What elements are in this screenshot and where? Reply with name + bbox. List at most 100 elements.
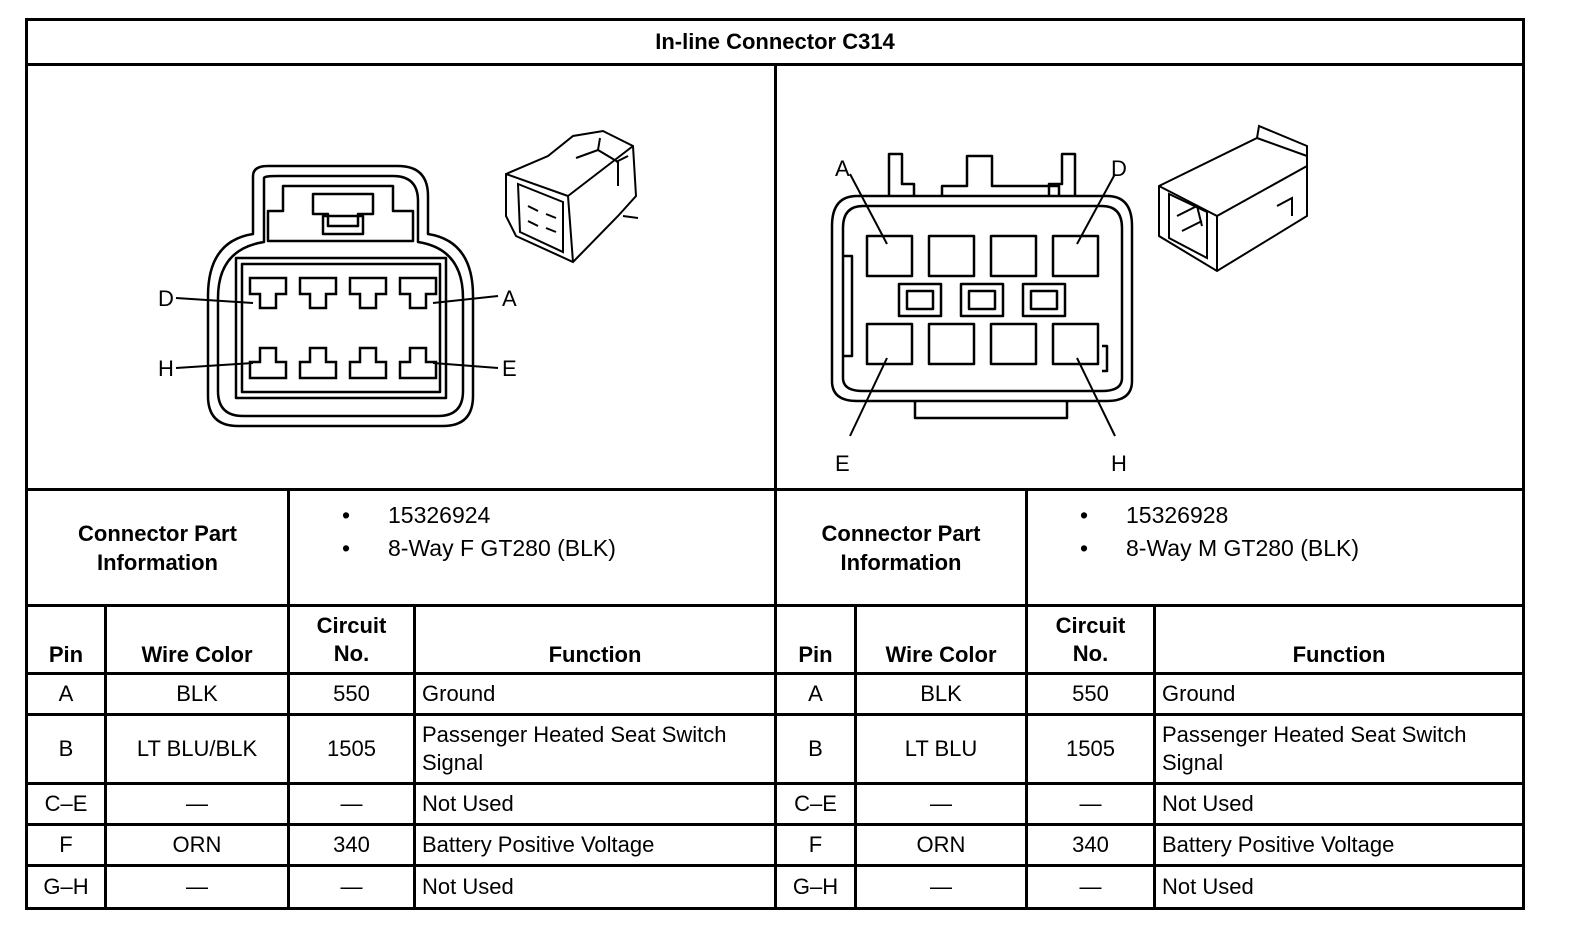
cell-circuit: 550 xyxy=(333,681,370,706)
bullet: • xyxy=(342,502,351,528)
cell-circuit: — xyxy=(340,791,363,816)
cell-function: Passenger Heated Seat Switch Signal xyxy=(1162,722,1467,775)
bullet: • xyxy=(1080,535,1089,561)
cell-pin: A xyxy=(58,681,74,706)
cell-pin: F xyxy=(59,832,73,857)
cell-wire-color: — xyxy=(930,874,952,899)
female-connector-iso-icon xyxy=(505,129,639,264)
divider-col xyxy=(1025,604,1028,910)
part-description: 8-Way M GT280 (BLK) xyxy=(1126,535,1360,561)
page-title: In-line Connector C314 xyxy=(28,21,1522,66)
header-wire-color: Wire Color xyxy=(141,642,253,667)
cell-wire-color: LT BLU/BLK xyxy=(136,736,258,761)
cell-wire-color: ORN xyxy=(172,832,222,857)
cell-function: Ground xyxy=(1162,681,1236,706)
cell-wire-color: — xyxy=(186,874,208,899)
cell-function: Not Used xyxy=(1162,791,1254,816)
label-a: A xyxy=(835,156,850,181)
part-info-label-line2: Information xyxy=(97,549,218,575)
list-item: • 8-Way F GT280 (BLK) xyxy=(342,532,616,565)
header-circuit-line2: No. xyxy=(333,640,370,666)
part-number: 15326928 xyxy=(1126,502,1229,528)
cell-wire-color: BLK xyxy=(176,681,218,706)
cell-circuit: 1505 xyxy=(1066,736,1115,761)
divider-row-3 xyxy=(28,823,1522,826)
cell-pin: G–H xyxy=(43,874,89,899)
header-function: Function xyxy=(1292,642,1386,667)
part-number: 15326924 xyxy=(388,502,491,528)
cell-function: Not Used xyxy=(422,874,514,899)
cell-circuit: 340 xyxy=(1072,832,1109,857)
label-a: A xyxy=(502,286,517,311)
divider-partinfo-bottom xyxy=(28,604,1522,607)
header-wire-color: Wire Color xyxy=(885,642,997,667)
cell-pin: G–H xyxy=(792,874,839,899)
cell-wire-color: BLK xyxy=(920,681,962,706)
label-h: H xyxy=(158,356,174,381)
divider-header-bottom xyxy=(28,672,1522,675)
header-circuit-line2: No. xyxy=(1072,640,1109,666)
divider-partinfo-right xyxy=(1025,488,1028,607)
part-description: 8-Way F GT280 (BLK) xyxy=(388,535,616,561)
divider-col xyxy=(1153,604,1156,910)
cell-wire-color: LT BLU xyxy=(904,736,978,761)
male-connector-diagram: A D E H xyxy=(830,124,1308,476)
cell-pin: C–E xyxy=(794,791,837,816)
header-circuit: Circuit No. xyxy=(290,607,413,672)
divider-diagram-bottom xyxy=(28,488,1522,491)
cell-circuit: — xyxy=(1079,791,1102,816)
divider-row-4 xyxy=(28,864,1522,867)
cell-pin: F xyxy=(808,832,823,857)
connector-sheet: In-line Connector C314 xyxy=(25,18,1525,910)
part-info-label: Connector Part Information xyxy=(777,491,1025,604)
part-info-label-line1: Connector Part xyxy=(821,520,981,546)
part-info-label-line2: Information xyxy=(840,549,962,575)
cell-circuit: 340 xyxy=(333,832,370,857)
center-divider xyxy=(774,63,777,910)
cell-pin: B xyxy=(58,736,74,761)
header-circuit-line1: Circuit xyxy=(1055,612,1126,638)
cell-circuit: 1505 xyxy=(327,736,376,761)
label-e: E xyxy=(502,356,517,381)
cell-pin: A xyxy=(808,681,823,706)
divider-col xyxy=(854,604,857,910)
cell-function: Battery Positive Voltage xyxy=(1162,832,1395,857)
cell-function: Passenger Heated Seat Switch Signal xyxy=(422,722,727,775)
label-d: D xyxy=(158,286,174,311)
cell-circuit: — xyxy=(340,874,363,899)
header-function: Function xyxy=(548,642,642,667)
divider-row-1 xyxy=(28,713,1522,716)
list-item: • 8-Way M GT280 (BLK) xyxy=(1080,532,1359,565)
divider-partinfo-left xyxy=(287,488,290,607)
list-item: • 15326928 xyxy=(1080,499,1359,532)
part-info-label: Connector Part Information xyxy=(28,491,287,604)
header-circuit: Circuit No. xyxy=(1028,607,1153,672)
part-info-list: • 15326924 • 8-Way F GT280 (BLK) xyxy=(342,499,616,565)
cell-function: Not Used xyxy=(1162,874,1254,899)
bullet: • xyxy=(342,535,351,561)
divider-col xyxy=(287,604,290,910)
divider-col xyxy=(413,604,416,910)
cell-pin: C–E xyxy=(44,791,88,816)
cell-function: Battery Positive Voltage xyxy=(422,832,655,857)
part-info-list: • 15326928 • 8-Way M GT280 (BLK) xyxy=(1080,499,1359,565)
bullet: • xyxy=(1080,502,1089,528)
cell-wire-color: — xyxy=(186,791,208,816)
header-pin: Pin xyxy=(798,642,833,667)
cell-function: Not Used xyxy=(422,791,514,816)
cell-circuit: 550 xyxy=(1072,681,1109,706)
cell-circuit: — xyxy=(1079,874,1102,899)
cell-wire-color: ORN xyxy=(916,832,966,857)
cell-wire-color: — xyxy=(930,791,952,816)
divider-row-2 xyxy=(28,782,1522,785)
label-e: E xyxy=(835,451,850,476)
header-pin: Pin xyxy=(48,642,84,667)
part-info-label-line1: Connector Part xyxy=(78,520,237,546)
divider-col xyxy=(104,604,107,910)
list-item: • 15326924 xyxy=(342,499,616,532)
cell-function: Ground xyxy=(422,681,496,706)
label-d: D xyxy=(1111,156,1127,181)
male-connector-iso-icon xyxy=(1158,124,1308,273)
header-circuit-line1: Circuit xyxy=(316,612,387,638)
label-h: H xyxy=(1111,451,1127,476)
